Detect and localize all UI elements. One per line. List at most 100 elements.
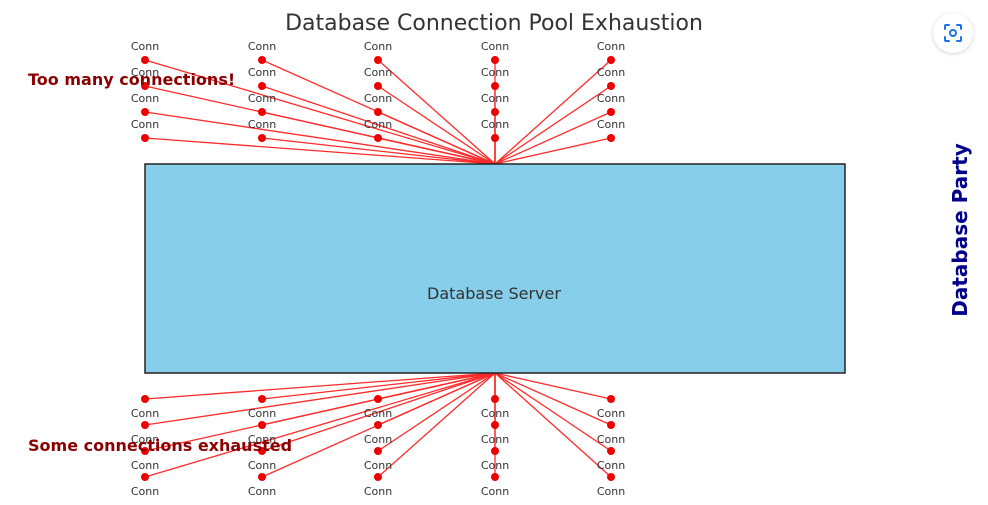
- bottom-connection-line: [261, 372, 496, 452]
- top-connection-dot: [141, 134, 149, 142]
- bottom-connection-dot: [491, 395, 499, 403]
- top-connection-label: Conn: [131, 92, 159, 105]
- top-connection-dot: [258, 56, 266, 64]
- bottom-connection-line: [144, 372, 496, 426]
- top-connection-label: Conn: [597, 118, 625, 131]
- database-server-label: Database Server: [427, 284, 561, 303]
- top-connection-dot: [607, 108, 615, 116]
- top-connection-dot: [258, 82, 266, 90]
- top-connection-dot: [607, 82, 615, 90]
- top-connection-line: [377, 137, 496, 165]
- top-connection-line: [494, 85, 612, 165]
- top-connection-label: Conn: [364, 92, 392, 105]
- bottom-connection-label: Conn: [364, 433, 392, 446]
- bottom-connection-label: Conn: [364, 407, 392, 420]
- top-connection-dot: [491, 134, 499, 142]
- bottom-connection-dot: [607, 473, 615, 481]
- top-connection-label: Conn: [131, 40, 159, 53]
- top-connection-dot: [141, 56, 149, 64]
- bottom-connection-dot: [141, 473, 149, 481]
- top-connection-label: Conn: [481, 92, 509, 105]
- bottom-connection-label: Conn: [597, 407, 625, 420]
- bottom-connection-dot: [374, 473, 382, 481]
- bottom-connection-dot: [258, 473, 266, 481]
- top-connection-dot: [491, 108, 499, 116]
- bottom-connection-label: Conn: [364, 485, 392, 498]
- bottom-connection-dot: [607, 421, 615, 429]
- bottom-connection-nodes: ConnConnConnConnConnConnConnConnConnConn…: [131, 395, 625, 498]
- bottom-connection-dot: [491, 421, 499, 429]
- top-connection-label: Conn: [597, 92, 625, 105]
- bottom-connection-dot: [141, 395, 149, 403]
- top-connection-dot: [374, 108, 382, 116]
- bottom-connection-dot: [491, 473, 499, 481]
- top-connection-label: Conn: [481, 118, 509, 131]
- bottom-connection-dot: [374, 395, 382, 403]
- bottom-connection-label: Conn: [248, 485, 276, 498]
- top-connection-line: [261, 137, 496, 165]
- top-connection-dot: [374, 134, 382, 142]
- top-connection-label: Conn: [364, 118, 392, 131]
- bottom-connection-line: [377, 372, 496, 478]
- top-connection-line: [144, 59, 496, 165]
- bottom-connection-line: [494, 372, 612, 400]
- bottom-connection-label: Conn: [248, 407, 276, 420]
- top-connection-line: [494, 111, 612, 165]
- bottom-connection-label: Conn: [481, 485, 509, 498]
- top-connection-line: [377, 59, 496, 165]
- bottom-connection-dot: [258, 421, 266, 429]
- top-connection-line: [144, 111, 496, 165]
- bottom-connection-line: [377, 372, 496, 426]
- top-connection-label: Conn: [248, 118, 276, 131]
- bottom-connection-label: Conn: [481, 407, 509, 420]
- top-connection-dot: [141, 82, 149, 90]
- top-connection-line: [494, 59, 612, 165]
- bottom-connection-label: Conn: [481, 433, 509, 446]
- top-connection-dot: [258, 108, 266, 116]
- bottom-connection-label: Conn: [597, 485, 625, 498]
- bottom-connection-dot: [141, 447, 149, 455]
- top-connection-dot: [607, 56, 615, 64]
- annotation-connections-exhausted: Some connections exhausted: [28, 436, 292, 455]
- visual-search-button[interactable]: [933, 13, 973, 53]
- bottom-connection-dot: [141, 421, 149, 429]
- top-connection-dot: [491, 82, 499, 90]
- top-connection-dot: [491, 56, 499, 64]
- bottom-connection-line: [261, 372, 496, 400]
- top-connection-label: Conn: [131, 66, 159, 79]
- bottom-connection-dot: [491, 447, 499, 455]
- bottom-connection-label: Conn: [597, 459, 625, 472]
- top-connection-label: Conn: [481, 40, 509, 53]
- top-connection-label: Conn: [248, 66, 276, 79]
- top-connection-line: [377, 85, 496, 165]
- bottom-connection-dot: [374, 447, 382, 455]
- side-label-database-party: Database Party: [948, 143, 972, 316]
- top-connection-line: [494, 137, 612, 165]
- top-connection-label: Conn: [597, 66, 625, 79]
- top-connection-line: [144, 137, 496, 165]
- top-connection-label: Conn: [364, 66, 392, 79]
- bottom-connection-label: Conn: [364, 459, 392, 472]
- top-connection-nodes: ConnConnConnConnConnConnConnConnConnConn…: [131, 40, 625, 142]
- bottom-connection-dot: [258, 395, 266, 403]
- bottom-connection-line: [494, 372, 612, 452]
- top-connection-dot: [607, 134, 615, 142]
- bottom-connection-label: Conn: [248, 433, 276, 446]
- bottom-connection-line: [144, 372, 496, 478]
- bottom-connection-line: [377, 372, 496, 452]
- bottom-connection-label: Conn: [131, 459, 159, 472]
- visual-search-icon: [944, 24, 962, 42]
- bottom-connection-dot: [607, 447, 615, 455]
- bottom-connection-lines: [144, 372, 612, 478]
- bottom-connection-line: [377, 372, 496, 400]
- top-connection-label: Conn: [131, 118, 159, 131]
- top-connection-line: [261, 85, 496, 165]
- annotation-too-many-connections: Too many connections!: [28, 70, 235, 89]
- diagram-title: Database Connection Pool Exhaustion: [285, 11, 703, 36]
- top-connection-label: Conn: [364, 40, 392, 53]
- bottom-connection-line: [144, 372, 496, 400]
- bottom-connection-dot: [607, 395, 615, 403]
- top-connection-label: Conn: [248, 40, 276, 53]
- database-server-box: [144, 163, 846, 374]
